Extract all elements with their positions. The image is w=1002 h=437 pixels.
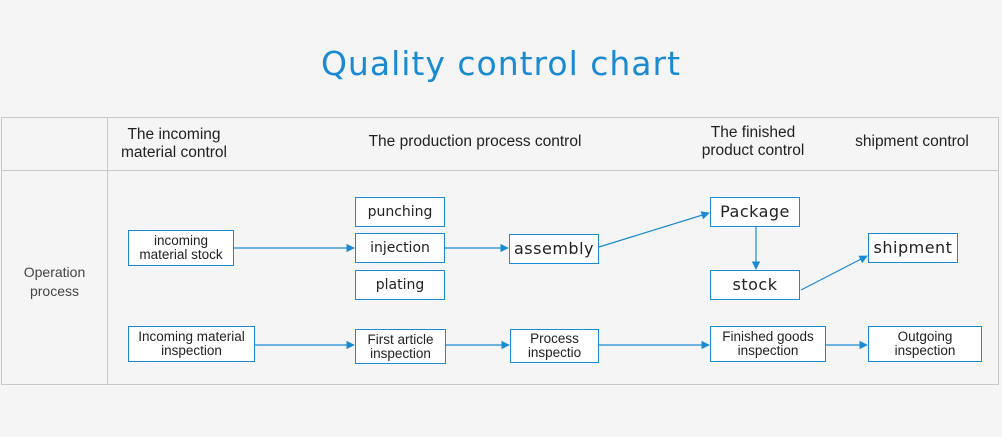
arrow-stock-to-shipment xyxy=(800,255,868,291)
arrow-assembly-to-package xyxy=(598,211,710,248)
header-production-process-control: The production process control xyxy=(368,133,582,150)
node-plating: plating xyxy=(355,270,445,300)
process-table: Operation process xyxy=(1,117,999,385)
node-incoming-material-stock: incoming material stock xyxy=(128,230,234,266)
header-incoming-material-control: The incoming material control xyxy=(121,126,227,161)
node-injection: injection xyxy=(355,233,445,263)
node-outgoing-inspection: Outgoing inspection xyxy=(868,326,982,362)
node-punching: punching xyxy=(355,197,445,227)
column-divider xyxy=(107,118,108,384)
node-process-inspection: Process inspectio xyxy=(510,329,599,363)
node-package: Package xyxy=(710,197,800,227)
chart-title: Quality control chart xyxy=(320,44,682,83)
node-incoming-material-inspection: Incoming material inspection xyxy=(128,326,255,362)
header-divider xyxy=(2,170,998,171)
header-shipment-control: shipment control xyxy=(855,133,969,150)
node-shipment: shipment xyxy=(868,233,958,263)
row-label-operation-process: Operation process xyxy=(23,264,86,299)
header-finished-product-control: The finished product control xyxy=(701,124,805,159)
node-stock: stock xyxy=(710,270,800,300)
node-finished-goods-inspection: Finished goods inspection xyxy=(710,326,826,362)
node-assembly: assembly xyxy=(509,234,599,264)
node-first-article-inspection: First article inspection xyxy=(355,329,446,364)
